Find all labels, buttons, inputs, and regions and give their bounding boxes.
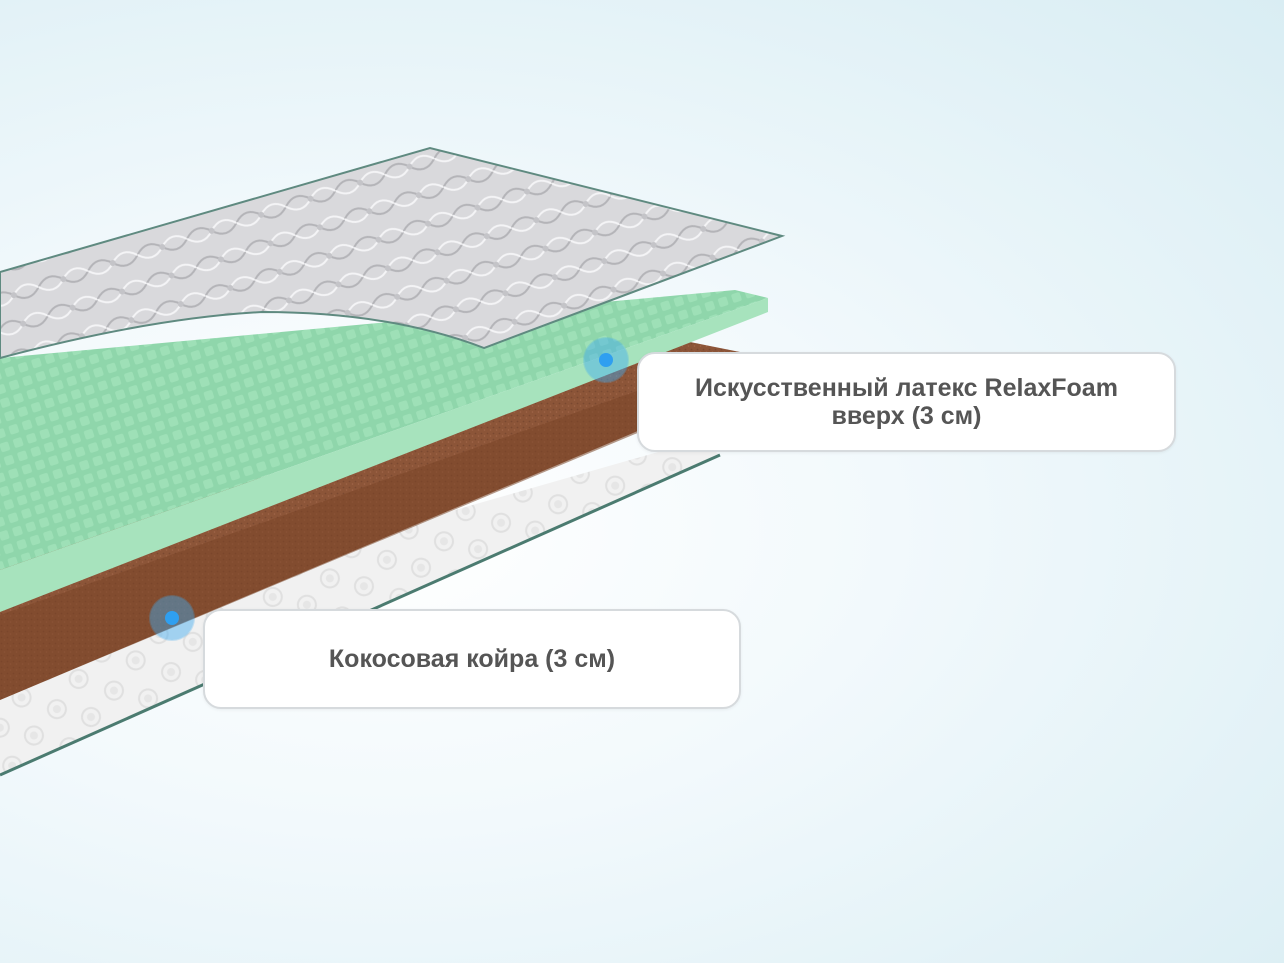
hotspot-coconut-coir[interactable] xyxy=(150,596,194,640)
hotspot-dot xyxy=(599,353,613,367)
coir-layer-side xyxy=(0,390,640,700)
hotspot-relaxfoam-latex[interactable] xyxy=(584,338,628,382)
callout-relaxfoam-latex[interactable]: Искусственный латекс RelaxFoam вверх (3 … xyxy=(637,352,1176,452)
base-layer xyxy=(0,440,720,775)
cover-layer xyxy=(0,146,786,360)
callout-coconut-coir[interactable]: Кокосовая койра (3 см) xyxy=(203,609,741,709)
latex-layer-side xyxy=(0,298,768,612)
latex-layer-top xyxy=(0,290,768,570)
hotspot-dot xyxy=(165,611,179,625)
callout-label: Кокосовая койра (3 см) xyxy=(328,645,616,673)
callout-label: Искусственный латекс RelaxFoam вверх (3 … xyxy=(695,374,1118,430)
